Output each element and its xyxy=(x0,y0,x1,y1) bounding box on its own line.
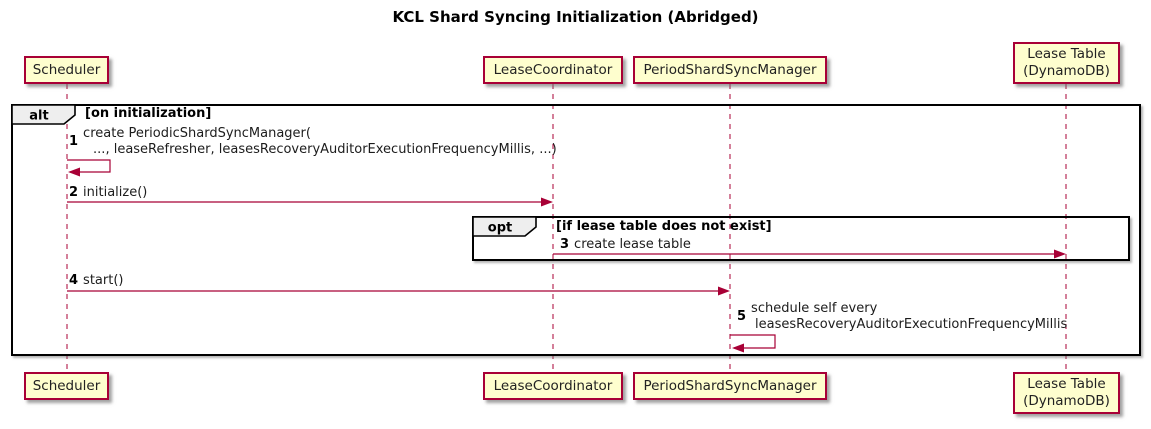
message-3-number: 3 xyxy=(560,237,570,252)
participant-top-lease-table-sublabel: (DynamoDB) xyxy=(1023,63,1110,79)
message-5-label: 5 schedule self every leasesRecoveryAudi… xyxy=(737,301,1067,333)
alt-frame-pentagon xyxy=(11,104,76,125)
message-4-label: 4 start() xyxy=(69,273,123,289)
message-5-text: schedule self every leasesRecoveryAudito… xyxy=(751,301,1067,333)
participant-bottom-scheduler: Scheduler xyxy=(24,372,109,400)
message-2-label: 2 initialize() xyxy=(69,185,147,201)
message-3-text: create lease table xyxy=(574,237,691,252)
message-5-text-line2: leasesRecoveryAuditorExecutionFrequencyM… xyxy=(755,317,1068,332)
message-1-text-line1: create PeriodicShardSyncManager( xyxy=(83,126,311,141)
participant-bottom-lease-table-label: Lease Table xyxy=(1027,376,1106,392)
opt-frame-keyword: opt xyxy=(488,221,512,236)
message-4-text: start() xyxy=(83,273,124,288)
opt-frame: opt xyxy=(472,216,1130,261)
message-2-text: initialize() xyxy=(83,185,148,200)
alt-frame-label: alt xyxy=(11,104,76,125)
message-1-number: 1 xyxy=(69,134,79,149)
opt-frame-label: opt xyxy=(472,216,537,237)
message-2-number: 2 xyxy=(69,185,79,200)
participant-bottom-lease-coordinator: LeaseCoordinator xyxy=(483,372,623,400)
message-1-text: create PeriodicShardSyncManager( ..., le… xyxy=(83,126,557,158)
participant-bottom-lease-table-sublabel: (DynamoDB) xyxy=(1023,393,1110,409)
participant-top-scheduler-label: Scheduler xyxy=(32,61,101,78)
alt-guard-label: [on initialization] xyxy=(85,106,212,121)
participant-top-period-shard-sync-manager-label: PeriodShardSyncManager xyxy=(643,61,817,78)
participant-top-period-shard-sync-manager: PeriodShardSyncManager xyxy=(633,56,827,84)
message-5-number: 5 xyxy=(737,309,747,324)
participant-bottom-scheduler-label: Scheduler xyxy=(32,377,101,394)
opt-guard-label: [if lease table does not exist] xyxy=(556,219,772,234)
participant-bottom-period-shard-sync-manager: PeriodShardSyncManager xyxy=(633,372,827,400)
participant-top-lease-coordinator: LeaseCoordinator xyxy=(483,56,623,84)
message-4-number: 4 xyxy=(69,273,79,288)
participant-bottom-lease-coordinator-label: LeaseCoordinator xyxy=(493,377,613,394)
participant-bottom-period-shard-sync-manager-label: PeriodShardSyncManager xyxy=(643,377,817,394)
participant-top-lease-table-label: Lease Table xyxy=(1027,46,1106,62)
participant-top-lease-table: Lease Table (DynamoDB) xyxy=(1013,42,1120,84)
participant-top-lease-coordinator-label: LeaseCoordinator xyxy=(493,61,613,78)
alt-frame-keyword: alt xyxy=(29,109,48,124)
participant-bottom-lease-table: Lease Table (DynamoDB) xyxy=(1013,372,1120,414)
diagram-title: KCL Shard Syncing Initialization (Abridg… xyxy=(392,8,759,26)
alt-frame: alt xyxy=(11,104,1141,356)
message-1-text-line2: ..., leaseRefresher, leasesRecoveryAudit… xyxy=(93,142,557,157)
message-3-label: 3 create lease table xyxy=(560,237,691,253)
message-1-label: 1 create PeriodicShardSyncManager( ..., … xyxy=(69,126,557,158)
opt-frame-pentagon xyxy=(472,216,537,237)
participant-top-scheduler: Scheduler xyxy=(24,56,109,84)
message-5-text-line1: schedule self every xyxy=(751,301,878,316)
